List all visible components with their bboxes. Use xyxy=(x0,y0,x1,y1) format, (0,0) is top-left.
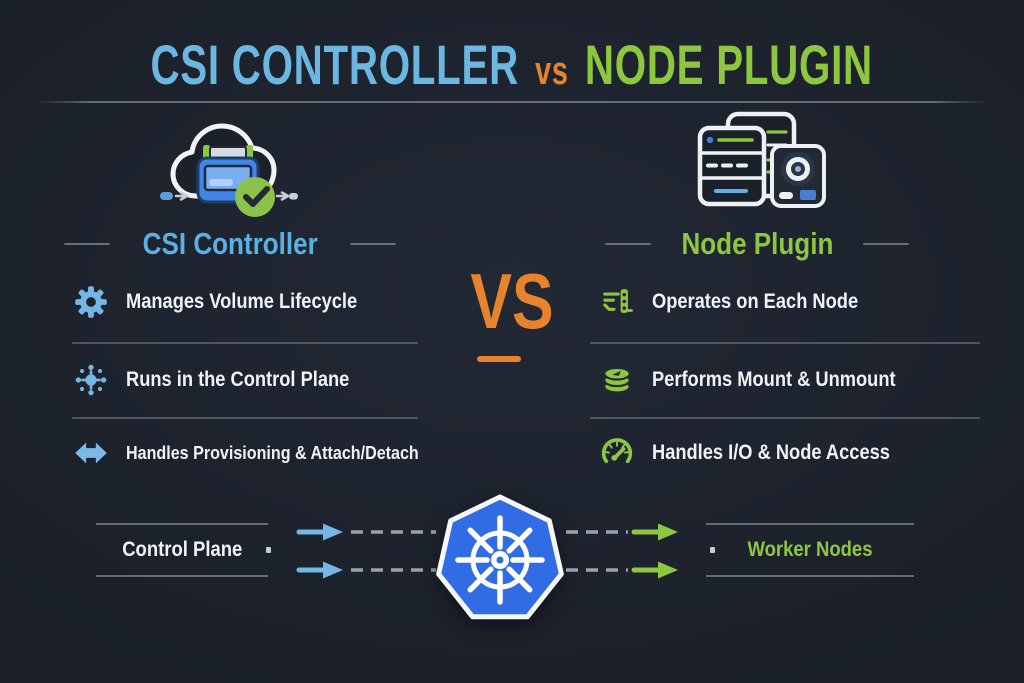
feature-label: Handles I/O & Node Access xyxy=(652,441,890,464)
worker-nodes-text: Worker Nodes xyxy=(747,538,873,561)
feature-row: Manages Volume Lifecycle xyxy=(74,274,392,330)
connector-dot xyxy=(266,547,271,553)
heading-dash xyxy=(350,242,397,246)
left-heading-text: CSI Controller xyxy=(142,226,318,261)
worker-nodes-label: Worker Nodes xyxy=(706,523,914,577)
row-divider xyxy=(590,342,980,344)
title-left-part: CSI CONTROLLER xyxy=(150,33,520,96)
right-heading-text: Node Plugin xyxy=(681,226,833,261)
gauge-icon xyxy=(601,438,633,464)
control-plane-arrows xyxy=(296,523,436,579)
double-arrow-icon xyxy=(75,442,107,464)
title-right-part: NODE PLUGIN xyxy=(585,33,874,96)
control-plane-label: Control Plane xyxy=(96,523,271,577)
cloud-storage-check-icon xyxy=(160,123,298,217)
feature-row: Handles I/O & Node Access xyxy=(600,425,925,481)
heading-dash xyxy=(63,242,110,246)
hub-icon xyxy=(75,364,107,396)
server-circuit-icon xyxy=(603,289,633,313)
feature-row: Performs Mount & Unmount xyxy=(600,352,932,408)
feature-row: Runs in the Control Plane xyxy=(74,352,383,408)
gear-icon xyxy=(75,286,107,318)
title-vs-part: vs xyxy=(535,49,570,93)
row-divider xyxy=(590,417,980,419)
feature-row: Operates on Each Node xyxy=(600,274,889,330)
page-title: CSI CONTROLLER vs NODE PLUGIN xyxy=(0,33,1024,96)
heading-dash xyxy=(863,242,910,246)
server-disk-icon xyxy=(697,111,826,208)
connector-dot xyxy=(710,547,715,553)
row-divider xyxy=(72,417,418,419)
disk-stack-icon xyxy=(603,366,631,394)
versus-underline xyxy=(477,356,521,362)
feature-label: Operates on Each Node xyxy=(652,290,859,313)
control-plane-text: Control Plane xyxy=(121,538,243,561)
row-divider xyxy=(72,342,418,344)
heading-dash xyxy=(604,242,651,246)
feature-label: Runs in the Control Plane xyxy=(126,368,350,391)
left-column-heading: CSI Controller xyxy=(20,222,440,266)
versus-text: VS xyxy=(470,257,555,345)
title-divider xyxy=(36,101,988,103)
kubernetes-logo xyxy=(436,494,564,620)
feature-label: Manages Volume Lifecycle xyxy=(126,290,358,313)
feature-row: Handles Provisioning & Attach/Detach xyxy=(74,425,463,481)
feature-label: Handles Provisioning & Attach/Detach xyxy=(126,442,419,463)
feature-label: Performs Mount & Unmount xyxy=(652,368,896,391)
right-column-heading: Node Plugin xyxy=(545,222,969,266)
worker-nodes-arrows xyxy=(566,523,678,579)
